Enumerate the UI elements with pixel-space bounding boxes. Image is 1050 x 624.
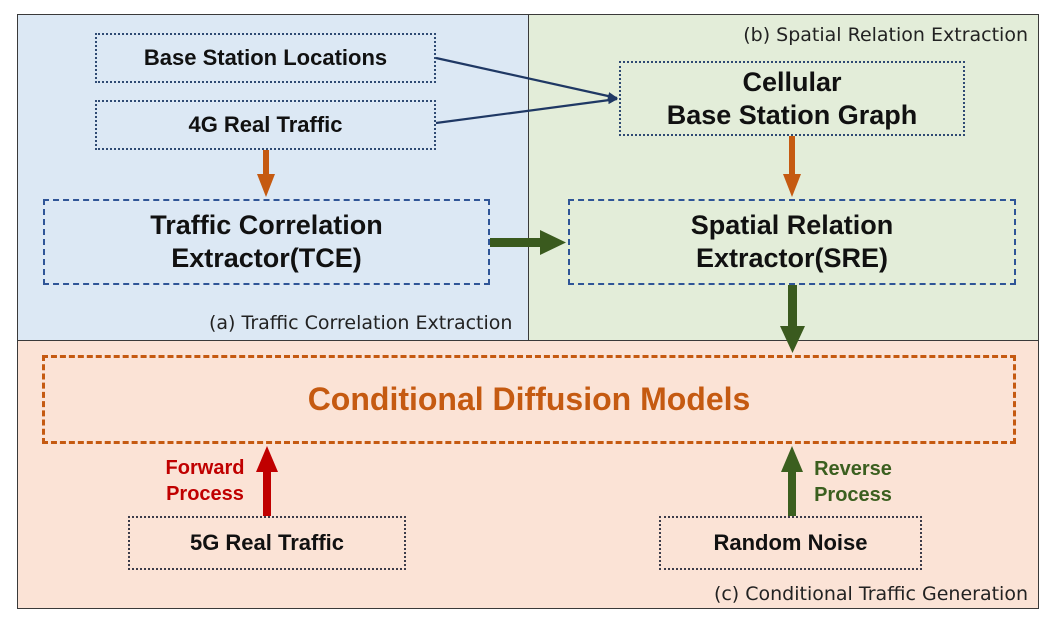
tce-box: Traffic Correlation Extractor(TCE) bbox=[43, 199, 490, 285]
real-traffic-4g-label: 4G Real Traffic bbox=[188, 111, 343, 137]
sre-label-line2: Extractor(SRE) bbox=[695, 243, 889, 273]
tce-label-line2: Extractor(TCE) bbox=[171, 243, 362, 273]
cellular-graph-box: Cellular Base Station Graph bbox=[619, 61, 965, 136]
forward-process-label: Forward Process bbox=[150, 455, 260, 507]
sre-box: Spatial Relation Extractor(SRE) bbox=[568, 199, 1016, 285]
random-noise-box: Random Noise bbox=[659, 516, 922, 570]
reverse-process-label: Reverse Process bbox=[798, 456, 908, 508]
base-station-locations-box: Base Station Locations bbox=[95, 33, 436, 83]
real-traffic-4g-box: 4G Real Traffic bbox=[95, 100, 436, 150]
forward-process-line2: Process bbox=[166, 483, 244, 505]
region-conditional-traffic-generation bbox=[17, 340, 1039, 609]
cellular-graph-label-line1: Cellular bbox=[742, 66, 842, 97]
cellular-graph-label-line2: Base Station Graph bbox=[666, 99, 918, 130]
reverse-process-line2: Process bbox=[814, 484, 892, 506]
real-traffic-5g-box: 5G Real Traffic bbox=[128, 516, 406, 570]
base-station-locations-label: Base Station Locations bbox=[143, 44, 388, 70]
diffusion-models-box: Conditional Diffusion Models bbox=[42, 355, 1016, 444]
real-traffic-5g-label: 5G Real Traffic bbox=[189, 529, 345, 555]
random-noise-label: Random Noise bbox=[713, 529, 868, 555]
sre-label-line1: Spatial Relation bbox=[690, 210, 894, 241]
region-c-caption: (c) Conditional Traffic Generation bbox=[713, 583, 1028, 605]
reverse-process-line1: Reverse bbox=[814, 458, 892, 480]
tce-label-line1: Traffic Correlation bbox=[150, 210, 383, 241]
region-a-caption: (a) Traffic Correlation Extraction bbox=[209, 312, 513, 334]
forward-process-line1: Forward bbox=[165, 457, 245, 479]
region-b-caption: (b) Spatial Relation Extraction bbox=[743, 24, 1028, 46]
diffusion-models-label: Conditional Diffusion Models bbox=[307, 380, 751, 417]
